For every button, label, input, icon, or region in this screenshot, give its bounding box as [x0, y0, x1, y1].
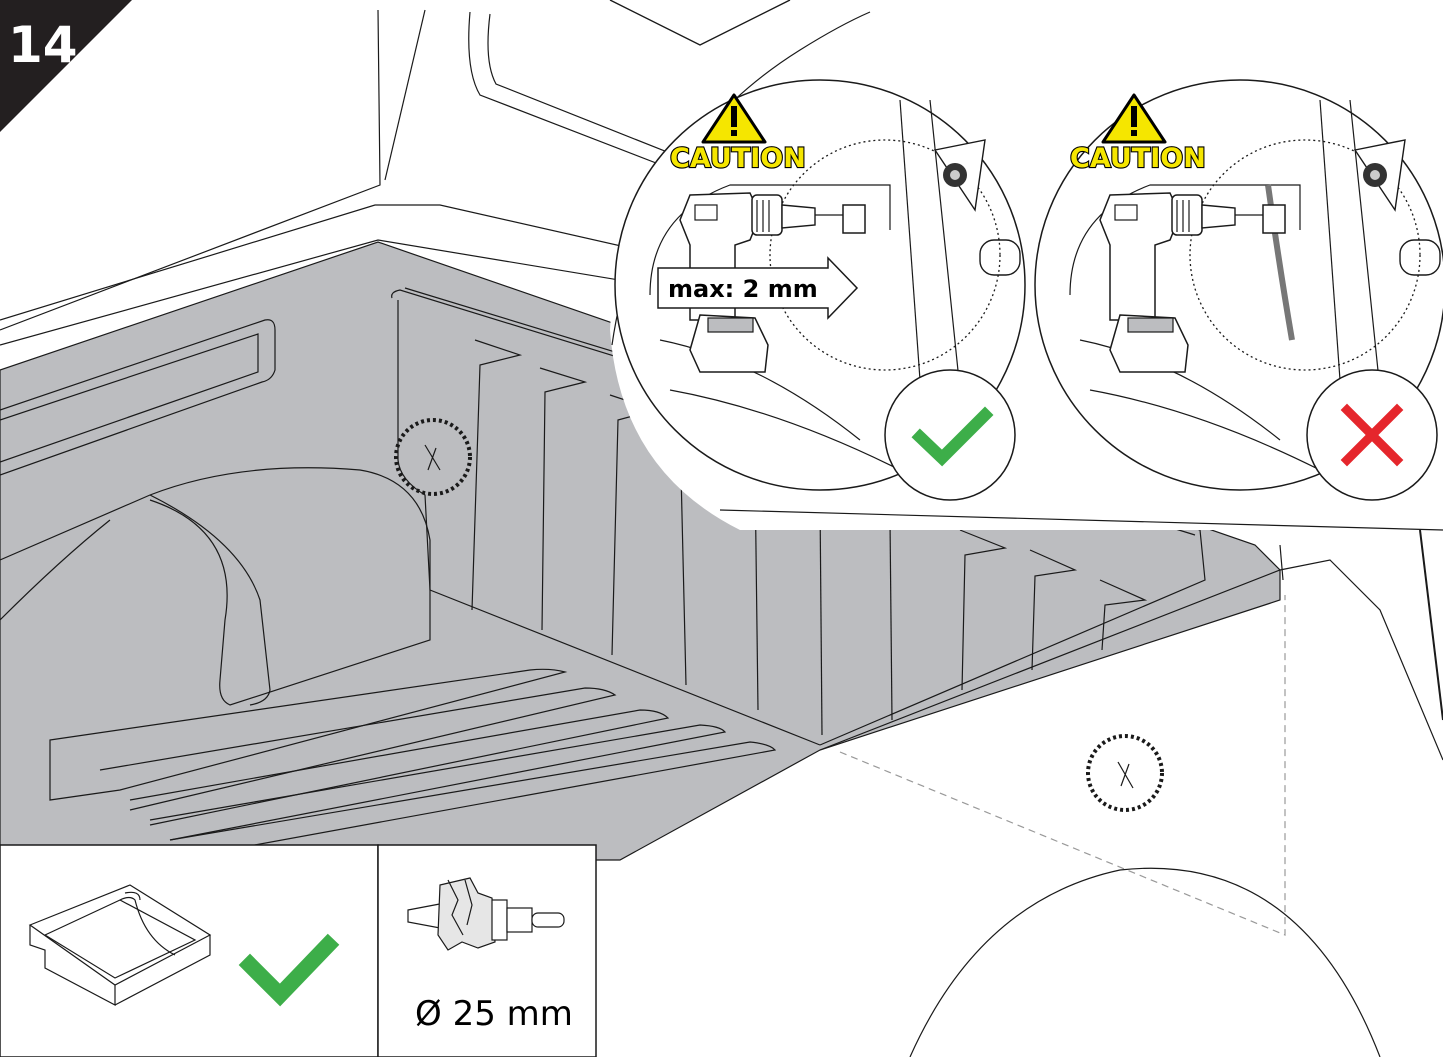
bedliner-icon — [28, 884, 212, 1006]
hole-saw-size-label: Ø 25 mm — [415, 994, 573, 1034]
caution-panel-incorrect: CAUTION — [1034, 79, 1443, 501]
tool-panel: Ø 25 mm — [377, 844, 597, 1057]
caution-label-left: CAUTION — [670, 143, 806, 174]
caution-panel-correct: max: 2 mm CAUTION — [614, 79, 1026, 501]
checkmark-icon — [911, 406, 994, 467]
drill-point-mark-inner — [394, 418, 472, 496]
caution-sign-right: CAUTION — [1069, 93, 1207, 175]
detail-inset: max: 2 mm CAUTION — [609, 0, 1443, 531]
max-depth-label: max: 2 mm — [668, 275, 818, 303]
cross-icon — [1340, 403, 1404, 467]
caution-label-right: CAUTION — [1070, 143, 1206, 174]
drill-icon — [1099, 192, 1286, 373]
max-depth-callout: max: 2 mm — [657, 256, 859, 320]
step-badge: 14 — [0, 0, 132, 132]
step-number: 14 — [8, 16, 78, 74]
correct-badge — [884, 369, 1016, 501]
bedliner-requirement-panel — [0, 844, 379, 1057]
hole-saw-icon — [407, 877, 565, 951]
truck-bed-scene — [0, 9, 1443, 1057]
caution-sign-left: CAUTION — [669, 93, 807, 175]
incorrect-badge — [1306, 369, 1438, 501]
checkmark-icon — [238, 933, 340, 1007]
drill-point-mark-outer — [1086, 734, 1164, 812]
